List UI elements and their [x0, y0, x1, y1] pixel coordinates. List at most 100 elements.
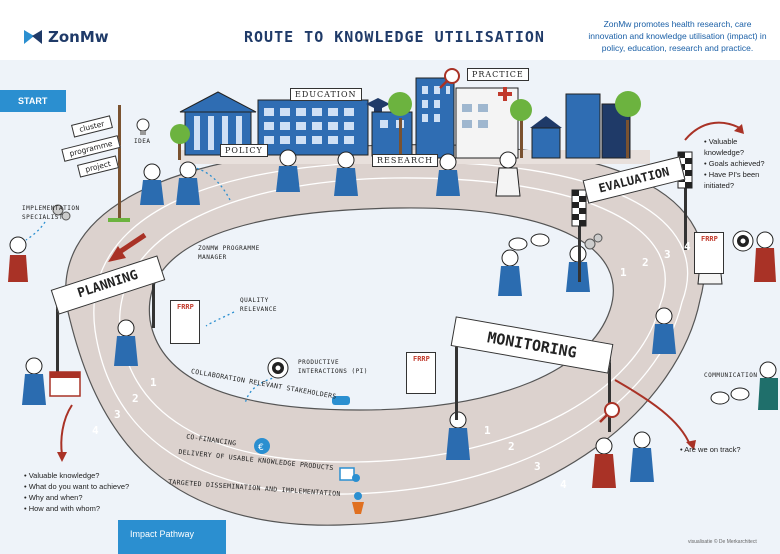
planning-question: How and with whom?	[24, 503, 129, 514]
planning-question: Valuable knowledge?	[24, 470, 129, 481]
figure-planning	[114, 319, 138, 366]
signpost	[108, 105, 130, 222]
figure-evaluation-right	[754, 231, 776, 282]
education-label: EDUCATION	[290, 88, 362, 101]
monitoring-questions: Are we on track?	[680, 444, 740, 455]
figure-planning-left	[22, 357, 46, 405]
frrp-board-monitoring: FRRP	[406, 352, 436, 394]
figure-research	[436, 153, 460, 196]
frrp-board-evaluation: FRRP	[694, 232, 724, 274]
tree	[510, 99, 532, 158]
brand-logo[interactable]: ZonMw	[48, 28, 109, 46]
evaluation-question: Goals achieved?	[704, 158, 778, 169]
policy-label: POLICY	[220, 144, 268, 157]
arrow-head	[57, 452, 67, 462]
figure-start	[140, 163, 164, 205]
target-icon	[732, 230, 754, 252]
graduation-cap-icon	[366, 98, 390, 112]
gears-icon	[584, 233, 603, 250]
gears-icon	[52, 204, 71, 221]
figure-policy	[276, 149, 300, 192]
arrow-head	[108, 246, 126, 262]
target-person-icon	[352, 492, 364, 514]
planning-question: Why and when?	[24, 492, 129, 503]
research-label: RESEARCH	[372, 154, 439, 167]
magnifier-icon	[599, 402, 620, 423]
building-hospital	[455, 87, 519, 159]
monitoring-question: Are we on track?	[680, 444, 740, 455]
lane-number: 2	[508, 440, 515, 453]
lane-number: 4	[92, 424, 99, 437]
planning-questions: Valuable knowledge? What do you want to …	[24, 470, 129, 514]
building-research	[371, 111, 413, 157]
arrow-monitoring	[614, 379, 691, 446]
magnifier-icon	[439, 68, 460, 89]
lane-line	[119, 177, 666, 463]
lane-number: 3	[534, 460, 541, 473]
lightbulb-icon	[136, 118, 150, 135]
planning-gate-posts	[56, 258, 155, 395]
page-title: ROUTE TO KNOWLEDGE UTILISATION	[244, 28, 545, 46]
lane-number: 4	[560, 478, 567, 491]
figure-monitoring-red	[592, 437, 616, 488]
target-icon	[267, 357, 289, 379]
lane-number: 1	[150, 376, 157, 389]
track-infield	[148, 207, 614, 411]
evaluation-questions: Valuable knowledge? Goals achieved? Have…	[704, 136, 778, 191]
productive-interactions-label: PRODUCTIVE INTERACTIONS (PI)	[298, 359, 368, 375]
speech-bubble-icon	[710, 387, 750, 405]
building-houses	[530, 116, 562, 159]
evaluation-question: Valuable knowledge?	[704, 136, 778, 158]
quality-relevance-label: QUALITY RELEVANCE	[240, 297, 278, 313]
arrow-head	[734, 124, 744, 134]
figure-practice	[495, 151, 521, 197]
chequered-flag-icon	[571, 189, 587, 227]
lane-number: 2	[642, 256, 649, 269]
building-practice-tower	[415, 77, 455, 159]
start-marker: START	[0, 90, 66, 112]
figure-programme-manager	[176, 161, 200, 205]
tree	[170, 124, 190, 160]
implementation-specialist-label: IMPLEMENTATION SPECIALIST	[22, 205, 80, 221]
figure-cards	[498, 249, 522, 296]
figure-runner-monitoring	[652, 307, 676, 354]
arrow-evaluation	[684, 121, 741, 141]
brand-name: ZonMw	[48, 28, 109, 46]
impact-pathway-button[interactable]: Impact Pathway	[118, 520, 226, 554]
svg-text:€: €	[258, 443, 264, 453]
dotted-connector	[194, 167, 231, 201]
evaluation-gate-posts	[578, 170, 687, 282]
practice-label: PRACTICE	[467, 68, 529, 81]
figure-implementation-specialist	[8, 236, 28, 282]
lane-line	[93, 161, 689, 495]
figure-communication	[758, 361, 778, 410]
lane-number: 3	[114, 408, 121, 421]
credit-text: visualisatie © De Merkarchitect	[688, 539, 757, 545]
speech-bubble-icon	[508, 233, 550, 251]
idea-label: IDEA	[134, 138, 151, 145]
lane-number: 2	[132, 392, 139, 405]
knowledge-product-icon	[339, 467, 360, 482]
calendar-icon	[49, 371, 81, 397]
lane-number: 1	[484, 424, 491, 437]
tree	[388, 92, 412, 158]
lane-number: 1	[620, 266, 627, 279]
lane-number: 3	[664, 248, 671, 261]
figure-education	[334, 151, 358, 196]
euro-bag-icon: €	[254, 438, 270, 454]
frrp-board-planning: FRRP	[170, 300, 200, 344]
figure-monitoring-blue	[630, 431, 654, 482]
evaluation-question: Have PI's been initiated?	[704, 169, 778, 191]
programme-manager-label: ZONMW PROGRAMME MANAGER	[198, 245, 260, 261]
building-education	[257, 99, 369, 156]
tree	[615, 91, 641, 158]
communication-label: COMMUNICATION	[704, 372, 758, 379]
planning-question: What do you want to achieve?	[24, 481, 129, 492]
handshake-icon	[332, 396, 350, 405]
zonmw-logo-icon	[24, 30, 42, 44]
monitoring-gate-posts	[455, 320, 611, 432]
lane-number: 4	[684, 240, 691, 253]
intro-text: ZonMw promotes health research, care inn…	[588, 19, 767, 53]
arrow-planning	[60, 404, 73, 456]
